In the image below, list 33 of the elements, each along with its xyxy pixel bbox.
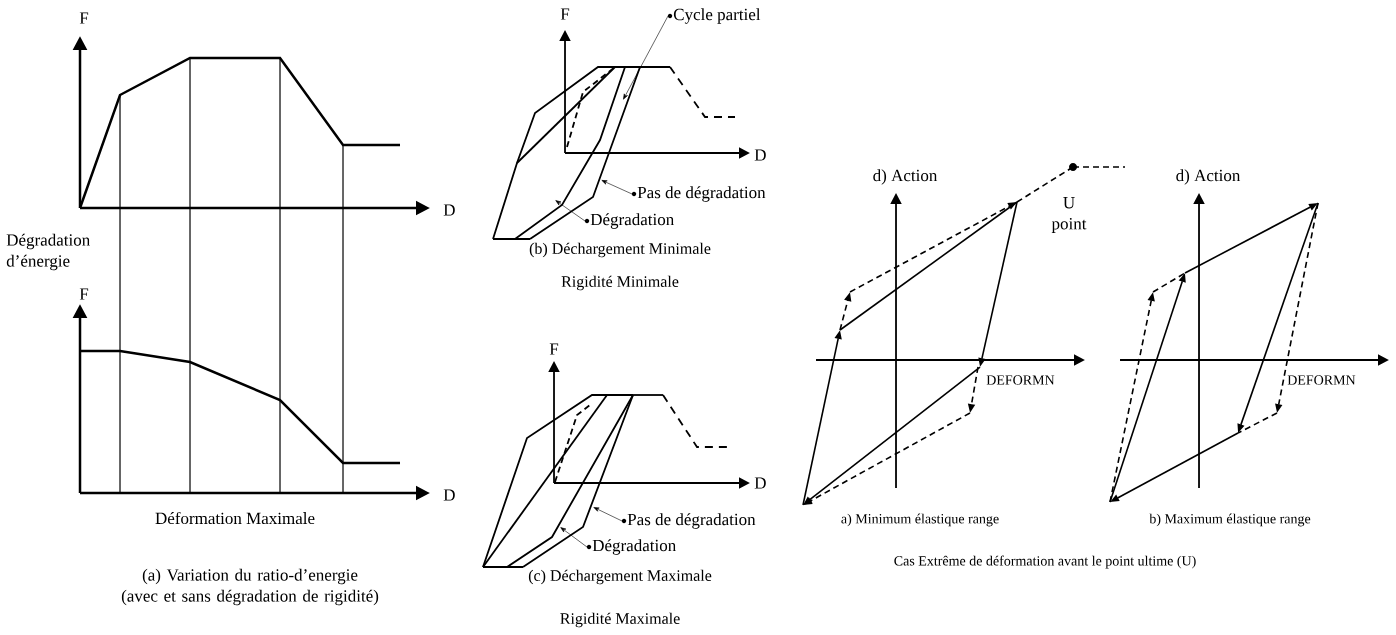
axis-title: Déformation Maximale — [155, 511, 315, 525]
caption: (b) Déchargement Minimale — [529, 242, 711, 258]
caption: (a) Variation du ratio-d’energie (avec et sans dégradation de rigidité) — [121, 568, 379, 606]
axis-label: F — [79, 12, 89, 24]
annotation-label: Pas de dégradation — [631, 186, 766, 202]
axis-title: Dégradation d’énergie — [6, 233, 90, 271]
caption: a) Minimum élastique range — [841, 513, 999, 527]
annotation-label: Cycle partiel — [667, 8, 761, 24]
leader-line — [593, 507, 623, 522]
leader-line — [623, 15, 669, 100]
axis-label: F — [560, 8, 570, 20]
axis-label: DEFORMN — [986, 375, 1055, 385]
annotation-label: Dégradation — [586, 539, 676, 555]
annotation-label: Pas de dégradation — [621, 513, 756, 529]
caption: Rigidité Maximale — [560, 612, 680, 628]
annotation-label: Dégradation — [584, 213, 674, 229]
axis-label: d) Action — [873, 169, 938, 185]
axis-label: F — [79, 288, 89, 300]
caption: (c) Déchargement Maximale — [528, 569, 712, 585]
leader-line — [601, 180, 633, 195]
axis-label: D — [754, 149, 766, 161]
axis-label: D — [754, 477, 766, 489]
axis-label: d) Action — [1176, 169, 1241, 185]
axis-label: DEFORMN — [1287, 375, 1356, 385]
axis-label: D — [443, 489, 455, 501]
point-label: U point — [1051, 197, 1087, 233]
caption: b) Maximum élastique range — [1149, 513, 1311, 527]
axis-label: D — [443, 204, 455, 216]
leader-line — [555, 200, 586, 222]
caption: Cas Extrême de déformation avant le point ultime (U) — [894, 555, 1196, 569]
caption: Rigidité Minimale — [561, 275, 679, 291]
axis-label: F — [549, 343, 559, 355]
leader-line — [560, 527, 588, 548]
